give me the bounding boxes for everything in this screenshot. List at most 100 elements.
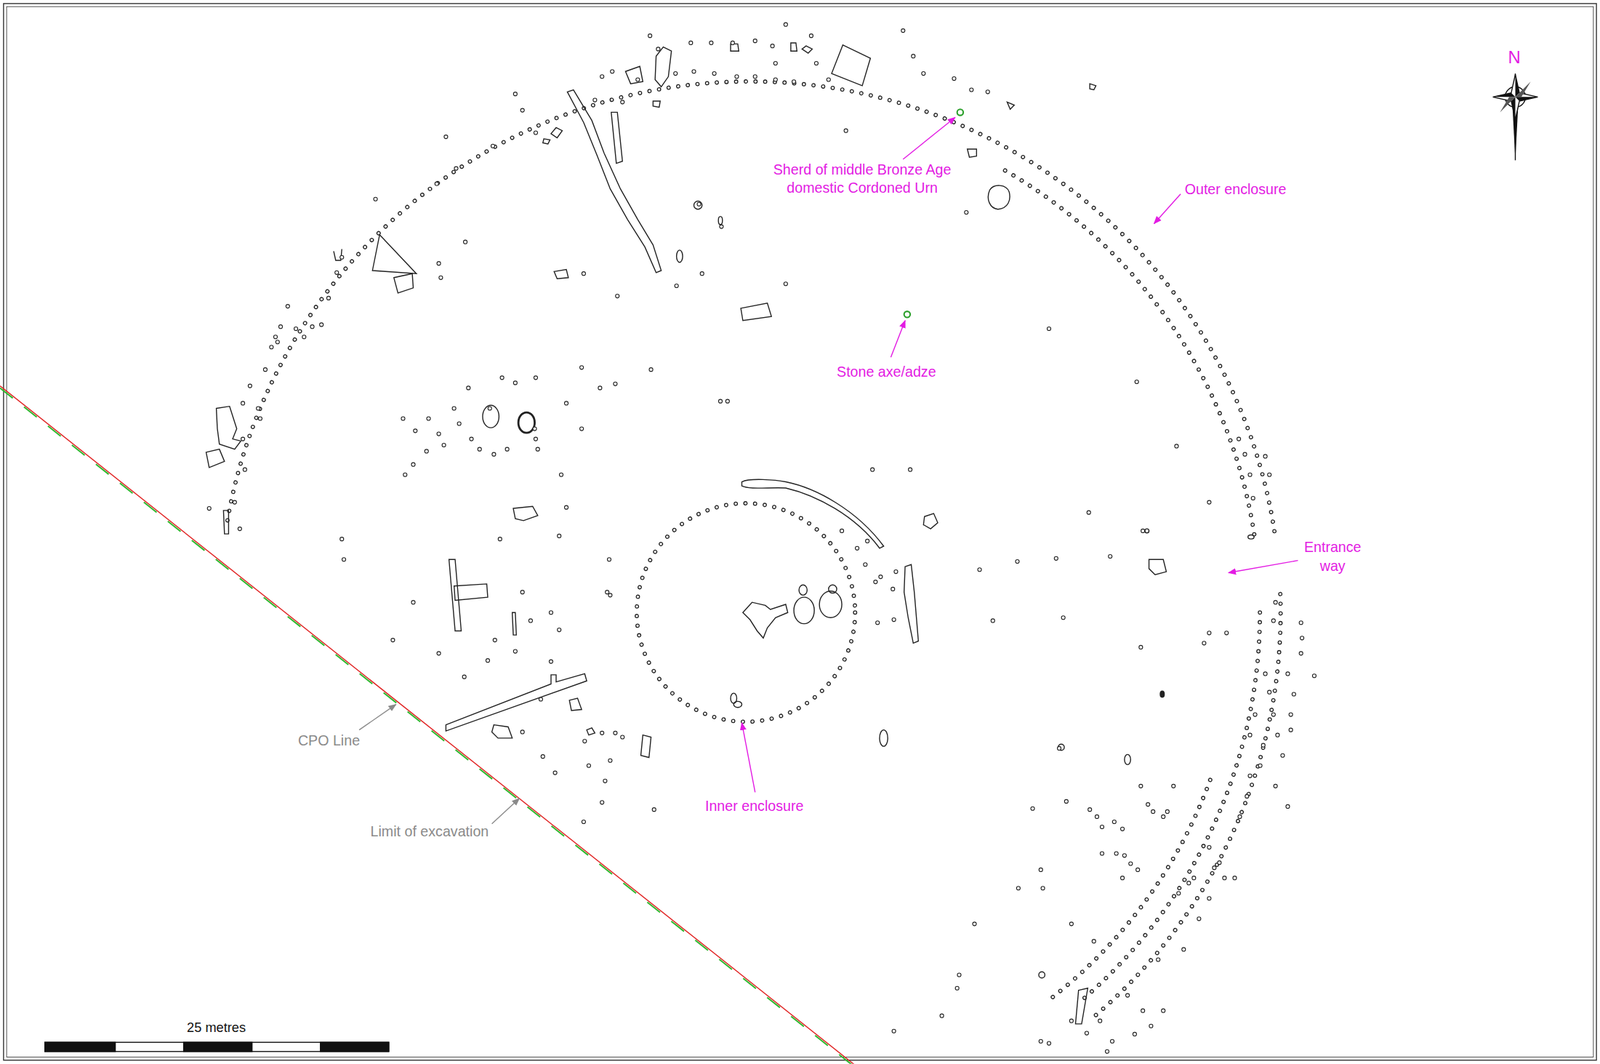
posthole (1182, 947, 1186, 951)
posthole (674, 284, 679, 288)
posthole (237, 527, 242, 531)
posthole (873, 580, 878, 584)
posthole (1104, 1048, 1109, 1053)
posthole (1064, 798, 1068, 803)
posthole (434, 181, 439, 186)
posthole (878, 575, 883, 579)
posthole (608, 758, 613, 762)
posthole (278, 324, 283, 329)
posthole (1098, 1018, 1103, 1023)
posthole (891, 586, 895, 591)
posthole (580, 426, 584, 431)
posthole (294, 326, 299, 331)
posthole (709, 40, 714, 45)
posthole (1207, 896, 1212, 900)
posthole (598, 386, 602, 390)
plan-label: CPO Line (298, 730, 360, 749)
archaeological-features (206, 42, 1255, 1024)
posthole (1139, 783, 1143, 788)
posthole (513, 92, 517, 96)
posthole (891, 1028, 896, 1033)
posthole (247, 383, 252, 388)
posthole (1224, 630, 1229, 635)
posthole (403, 472, 408, 477)
posthole (520, 729, 525, 734)
plan-label: Inner enclosure (705, 796, 804, 815)
posthole (1122, 853, 1127, 858)
posthole (1232, 875, 1237, 880)
posthole (241, 401, 245, 405)
posthole (1151, 809, 1156, 813)
posthole (1261, 742, 1265, 747)
posthole (649, 367, 653, 372)
posthole (1046, 326, 1051, 331)
posthole (1040, 886, 1045, 890)
enclosure-rings (227, 81, 1281, 1019)
posthole (492, 452, 496, 456)
posthole (436, 651, 441, 655)
posthole (1176, 891, 1181, 895)
north-arrow (1493, 73, 1539, 160)
posthole (207, 506, 211, 511)
posthole (1054, 556, 1058, 560)
posthole (520, 590, 525, 594)
plan-label: Entrance way (1296, 537, 1370, 576)
posthole (1086, 510, 1091, 514)
posthole (952, 77, 956, 81)
posthole (1161, 1008, 1166, 1012)
posthole (275, 340, 280, 344)
posthole (1112, 819, 1116, 823)
posthole (773, 77, 778, 82)
posthole (1248, 472, 1252, 477)
posthole (500, 375, 504, 380)
posthole (865, 538, 870, 543)
posthole (1141, 528, 1145, 533)
posthole (535, 447, 540, 451)
posthole (1217, 860, 1222, 865)
posthole (955, 985, 959, 990)
posthole (613, 730, 618, 735)
posthole (1271, 712, 1276, 717)
posthole (656, 47, 661, 51)
posthole (319, 322, 324, 327)
posthole (505, 447, 509, 451)
posthole (730, 40, 735, 45)
posthole (1192, 875, 1196, 880)
posthole (1291, 692, 1296, 696)
posthole (263, 367, 267, 372)
frame (3, 3, 1597, 1060)
posthole (580, 365, 584, 370)
posthole (1280, 753, 1285, 757)
posthole (1207, 630, 1212, 635)
find-spots (904, 109, 964, 317)
posthole (606, 557, 611, 562)
posthole (700, 271, 704, 276)
posthole (413, 428, 418, 433)
posthole (533, 130, 538, 135)
posthole (939, 1013, 944, 1017)
posthole (373, 197, 378, 201)
posthole (1099, 851, 1104, 855)
posthole (538, 697, 543, 701)
posthole (1088, 807, 1092, 812)
posthole (1114, 851, 1119, 855)
posthole (1084, 1030, 1089, 1035)
posthole (439, 275, 443, 280)
posthole (1136, 867, 1140, 871)
posthole (1030, 806, 1035, 810)
posthole (490, 143, 495, 148)
posthole (436, 431, 441, 436)
posthole (1207, 500, 1212, 504)
posthole (901, 29, 906, 33)
posthole (424, 449, 429, 453)
posthole (1237, 814, 1242, 818)
posthole (1248, 732, 1252, 737)
posthole (1285, 671, 1290, 676)
posthole (326, 295, 331, 300)
posthole (1132, 1031, 1137, 1036)
posthole (302, 335, 307, 339)
posthole (1110, 1038, 1115, 1043)
